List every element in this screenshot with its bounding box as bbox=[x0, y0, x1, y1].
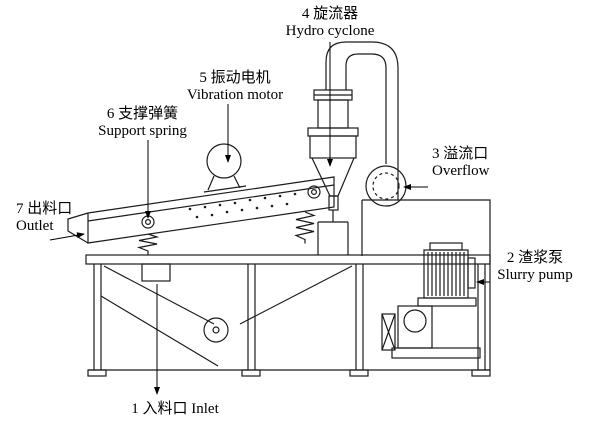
label-overflow: 3 溢流口 Overflow bbox=[432, 146, 522, 181]
arrow-outlet bbox=[49, 232, 85, 241]
label-overflow-en: Overflow bbox=[432, 163, 490, 180]
label-outlet-cn: 7 出料口 bbox=[16, 201, 73, 217]
hydro-cyclone-shape bbox=[307, 89, 359, 255]
label-vibration-motor-cn: 5 振动电机 bbox=[199, 70, 271, 86]
label-vibration-motor-en: Vibration motor bbox=[186, 87, 284, 104]
label-vibration-motor: 5 振动电机 Vibration motor bbox=[160, 70, 310, 105]
label-outlet-en: Outlet bbox=[16, 218, 54, 235]
table-top bbox=[85, 254, 491, 265]
slurry-pump-shape bbox=[381, 242, 481, 359]
label-outlet: 7 出料口 Outlet bbox=[16, 201, 96, 236]
label-inlet: 1 入料口 Inlet bbox=[105, 401, 245, 418]
label-support-spring-cn: 6 支撑弹簧 bbox=[106, 106, 179, 122]
label-hydro-cyclone: 4 旋流器 Hydro cyclone bbox=[260, 6, 400, 41]
label-inlet-cn: 1 入料口 Inlet bbox=[131, 401, 219, 417]
label-hydro-cyclone-en: Hydro cyclone bbox=[285, 23, 375, 40]
label-support-spring: 6 支撑弹簧 Support spring bbox=[75, 106, 210, 141]
frame-legs bbox=[87, 264, 491, 377]
machine-body bbox=[67, 41, 491, 377]
leader-arrows bbox=[49, 42, 490, 395]
support-springs bbox=[136, 211, 317, 255]
label-support-spring-en: Support spring bbox=[98, 123, 187, 140]
tank bbox=[361, 199, 491, 370]
label-overflow-cn: 3 溢流口 bbox=[432, 146, 489, 162]
label-slurry-pump: 2 渣浆泵 Slurry pump bbox=[480, 250, 590, 285]
under-hopper bbox=[100, 265, 353, 367]
inlet-box bbox=[141, 263, 171, 282]
vibration-motor-shape bbox=[203, 143, 247, 193]
label-hydro-cyclone-cn: 4 旋流器 bbox=[301, 6, 359, 22]
overflow-pipe bbox=[325, 41, 399, 200]
label-slurry-pump-en: Slurry pump bbox=[497, 267, 573, 284]
screen-deck bbox=[87, 176, 335, 244]
label-slurry-pump-cn: 2 渣浆泵 bbox=[506, 250, 564, 266]
deck-perforations bbox=[188, 192, 297, 219]
